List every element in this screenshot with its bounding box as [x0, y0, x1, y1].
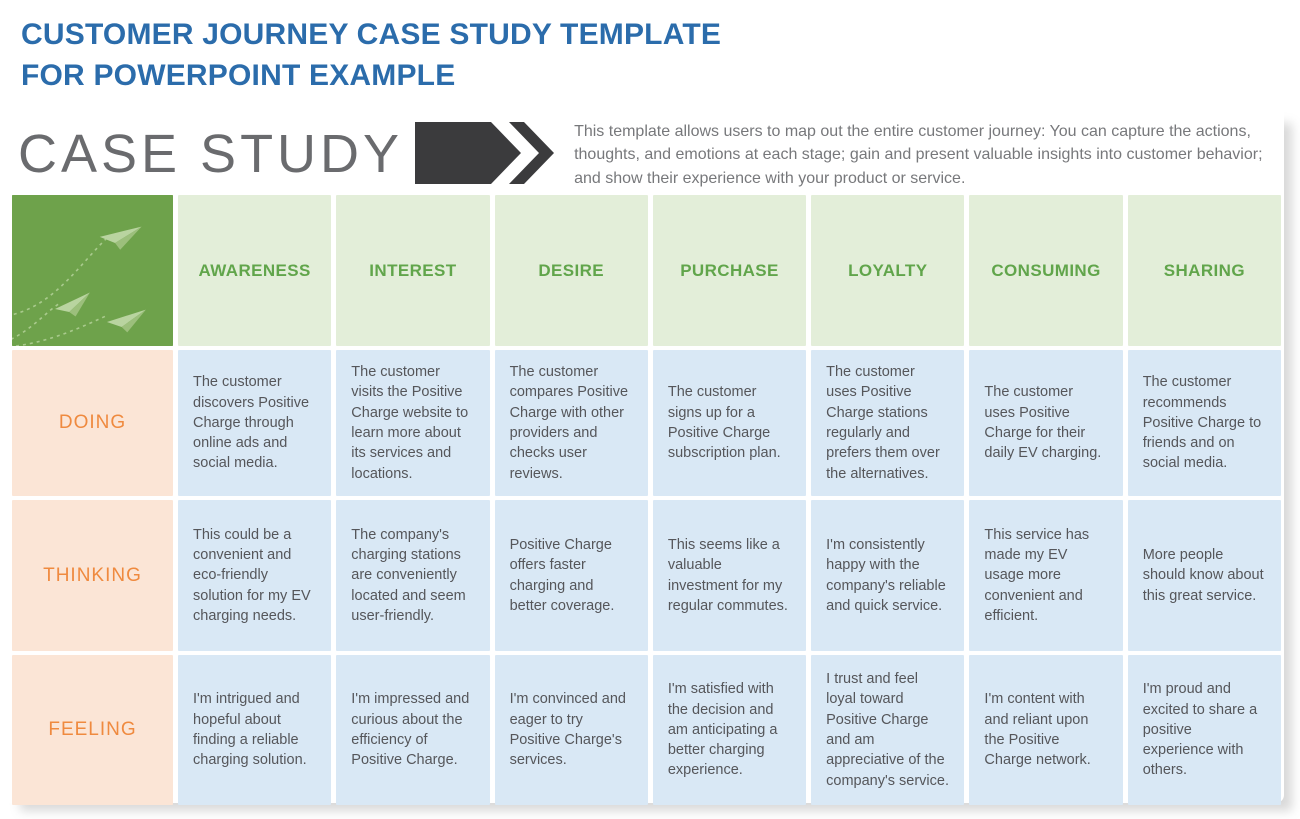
case-study-heading: CASE STUDY	[18, 124, 404, 184]
row-label-feeling: FEELING	[12, 655, 173, 805]
cell-thinking-consuming: This service has made my EV usage more c…	[969, 500, 1123, 651]
stage-header-sharing: SHARING	[1127, 195, 1281, 346]
template-card: CASE STUDY This template allows users to…	[0, 103, 1284, 805]
stage-header-interest: INTEREST	[336, 195, 490, 346]
cell-feeling-interest: I'm impressed and curious about the effi…	[336, 655, 490, 805]
cell-doing-awareness: The customer discovers Positive Charge t…	[178, 350, 332, 496]
cell-doing-purchase: The customer signs up for a Positive Cha…	[652, 350, 807, 496]
cell-thinking-purchase: This seems like a valuable investment fo…	[652, 500, 807, 651]
stage-header-consuming: CONSUMING	[969, 195, 1123, 346]
page-title: CUSTOMER JOURNEY CASE STUDY TEMPLATE FOR…	[21, 18, 722, 93]
cell-feeling-purchase: I'm satisfied with the decision and am a…	[652, 655, 807, 805]
cell-thinking-sharing: More people should know about this great…	[1127, 500, 1281, 651]
row-label-thinking: THINKING	[12, 500, 173, 651]
cell-feeling-desire: I'm convinced and eager to try Positive …	[494, 655, 648, 805]
stage-header-awareness: AWARENESS	[178, 195, 332, 346]
customer-journey-table: AWARENESS INTEREST DESIRE PURCHASE LOYAL…	[12, 195, 1281, 805]
paper-planes-icon	[12, 195, 173, 346]
cell-thinking-awareness: This could be a convenient and eco-frien…	[178, 500, 332, 651]
right-arrow-icon	[413, 120, 556, 191]
stage-header-loyalty: LOYALTY	[811, 195, 965, 346]
cell-doing-loyalty: The customer uses Positive Charge statio…	[811, 350, 965, 496]
cell-feeling-loyalty: I trust and feel loyal toward Positive C…	[811, 655, 965, 805]
cell-thinking-interest: The company's charging stations are conv…	[336, 500, 490, 651]
cell-doing-interest: The customer visits the Positive Charge …	[336, 350, 490, 496]
cell-doing-sharing: The customer recommends Positive Charge …	[1127, 350, 1281, 496]
row-label-doing: DOING	[12, 350, 173, 496]
cell-doing-consuming: The customer uses Positive Charge for th…	[969, 350, 1123, 496]
cell-feeling-sharing: I'm proud and excited to share a positiv…	[1127, 655, 1281, 805]
template-description: This template allows users to map out th…	[574, 123, 1263, 187]
hero-section: CASE STUDY This template allows users to…	[0, 103, 1284, 191]
cell-feeling-awareness: I'm intrigued and hopeful about finding …	[178, 655, 332, 805]
cell-feeling-consuming: I'm content with and reliant upon the Po…	[969, 655, 1123, 805]
stage-header-desire: DESIRE	[494, 195, 648, 346]
cell-thinking-loyalty: I'm consistently happy with the company'…	[811, 500, 965, 651]
cell-thinking-desire: Positive Charge offers faster charging a…	[494, 500, 648, 651]
corner-cell	[12, 195, 173, 346]
cell-doing-desire: The customer compares Positive Charge wi…	[494, 350, 648, 496]
stage-header-purchase: PURCHASE	[652, 195, 807, 346]
